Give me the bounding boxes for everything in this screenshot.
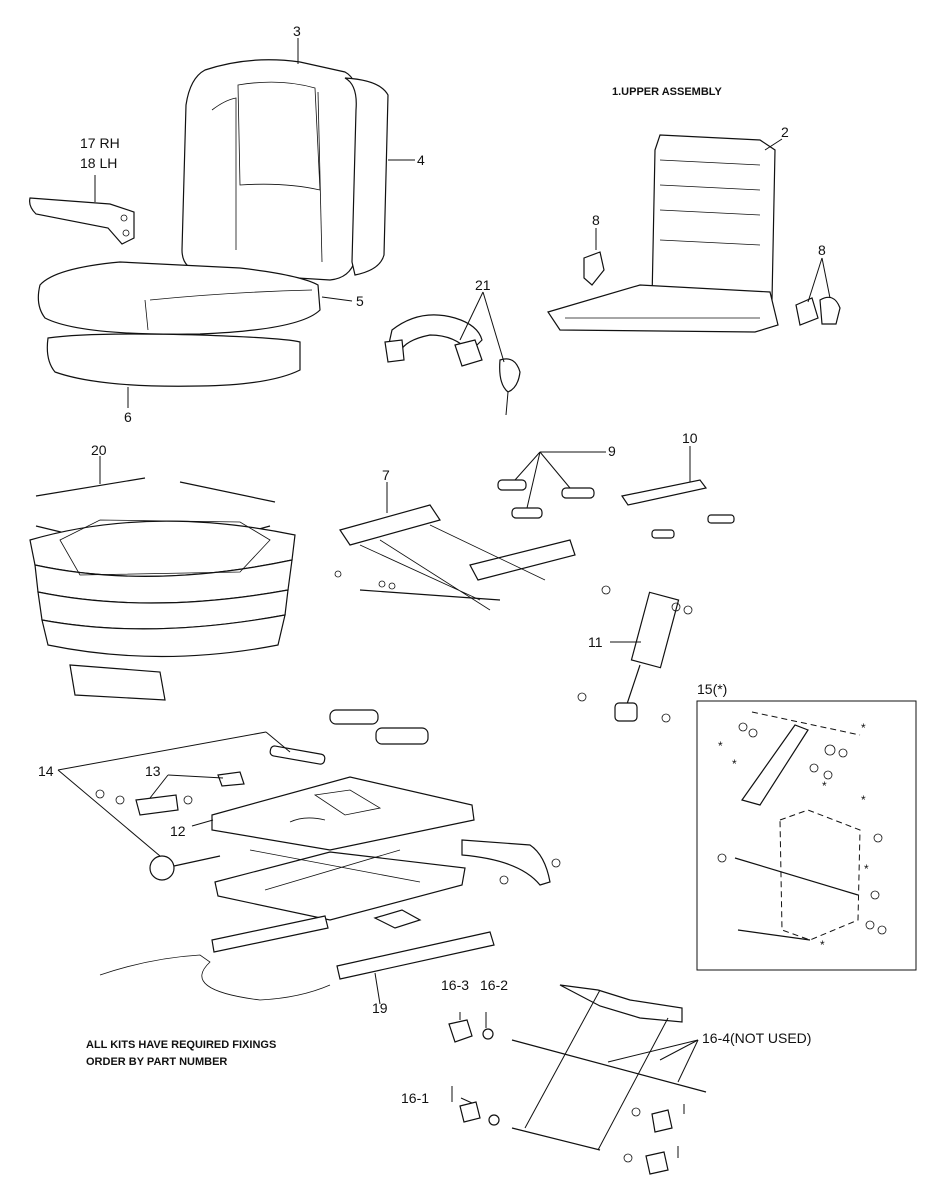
label-part-4: 4 — [417, 152, 425, 168]
asterisk: * — [732, 757, 737, 771]
label-part-3: 3 — [293, 23, 301, 39]
recliner-cover-right — [795, 296, 841, 326]
asterisk: * — [861, 721, 866, 735]
label-part-11: 11 — [588, 634, 603, 650]
scissor-base-part-12 — [211, 776, 561, 929]
label-part-21: 21 — [475, 277, 491, 293]
armrest — [29, 197, 135, 245]
label-part-9: 9 — [608, 443, 616, 459]
shock-absorber — [577, 585, 693, 723]
backrest-cushion — [181, 59, 359, 281]
slider-part-10 — [621, 479, 735, 539]
asterisk: * — [822, 779, 827, 793]
label-part-8-left: 8 — [592, 212, 600, 228]
label-part-14: 14 — [38, 763, 54, 779]
label-part-16-4: 16-4(NOT USED) — [702, 1030, 811, 1046]
springs-part-9 — [497, 479, 595, 519]
recliner-cover-left — [583, 251, 605, 286]
label-part-20: 20 — [91, 442, 107, 458]
label-part-16-1: 16-1 — [401, 1090, 429, 1106]
label-part-16-3: 16-3 — [441, 977, 469, 993]
seat-cushion — [37, 261, 321, 335]
lower-slide-assembly-part-16 — [448, 984, 707, 1175]
asterisk: * — [718, 739, 723, 753]
backrest-rear-cover — [344, 77, 389, 276]
note-order: ORDER BY PART NUMBER — [86, 1056, 227, 1068]
detail-box-15 — [696, 700, 917, 971]
label-part-8-right: 8 — [818, 242, 826, 258]
asterisk: * — [820, 938, 825, 952]
label-part-18: 18 LH — [80, 155, 117, 171]
detail-asterisks: * * * * * * * — [718, 721, 869, 952]
label-part-5: 5 — [356, 293, 364, 309]
label-part-19: 19 — [372, 1000, 388, 1016]
label-part-2: 2 — [781, 124, 789, 140]
bracket-part-13 — [135, 771, 245, 816]
seat-belt — [384, 314, 521, 416]
suspension-bellows — [29, 519, 296, 701]
note-fixings: ALL KITS HAVE REQUIRED FIXINGS — [86, 1039, 276, 1051]
slide-rails-part-19 — [99, 915, 495, 1001]
label-part-6: 6 — [124, 409, 132, 425]
callout-labels: 3 4 1.UPPER ASSEMBLY 2 17 RH 18 LH 8 8 2… — [38, 23, 826, 1106]
spring-set-part-14 — [95, 709, 429, 881]
scissor-frame-part-7 — [334, 504, 576, 611]
leader-lines — [57, 38, 831, 1104]
seat-cushion-base — [46, 333, 301, 387]
label-part-15: 15(*) — [697, 681, 727, 697]
label-part-16-2: 16-2 — [480, 977, 508, 993]
asterisk: * — [861, 793, 866, 807]
label-part-10: 10 — [682, 430, 698, 446]
seat-frame-upper — [547, 134, 779, 333]
label-part-7: 7 — [382, 467, 390, 483]
label-part-17: 17 RH — [80, 135, 120, 151]
label-part-12: 12 — [170, 823, 186, 839]
label-part-13: 13 — [145, 763, 161, 779]
label-upper-assembly: 1.UPPER ASSEMBLY — [612, 86, 722, 98]
asterisk: * — [864, 862, 869, 876]
